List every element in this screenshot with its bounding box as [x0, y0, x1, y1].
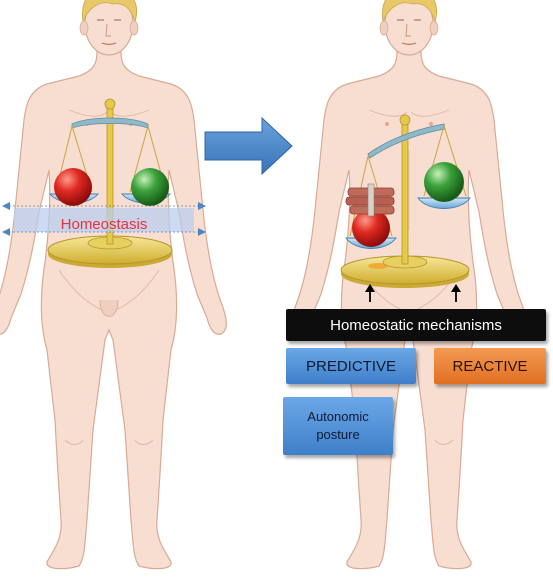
right-green-ball — [424, 162, 464, 202]
left-green-ball — [131, 168, 169, 206]
right-balance-scale-icon — [340, 114, 471, 288]
homeostatic-mechanisms-box: Homeostatic mechanisms — [286, 309, 546, 341]
up-arrow-icon-left — [365, 284, 375, 302]
homeostasis-band — [2, 202, 206, 236]
predictive-box: PREDICTIVE — [286, 348, 416, 384]
weight-stack-icon — [345, 183, 395, 217]
autonomic-posture-box: Autonomic posture — [283, 397, 393, 455]
autonomic-label-line2: posture — [316, 427, 360, 442]
reactive-box: REACTIVE — [434, 348, 546, 384]
up-arrow-icon-right — [451, 284, 461, 302]
right-red-ball — [352, 209, 390, 247]
homeostasis-label: Homeostasis — [60, 215, 148, 233]
left-red-ball — [54, 168, 92, 206]
left-human-figure — [0, 0, 227, 570]
autonomic-label-line1: Autonomic — [307, 409, 369, 424]
left-balance-scale-icon — [47, 98, 173, 268]
right-arrow-icon — [204, 116, 293, 176]
left-figure-detail — [99, 299, 119, 317]
